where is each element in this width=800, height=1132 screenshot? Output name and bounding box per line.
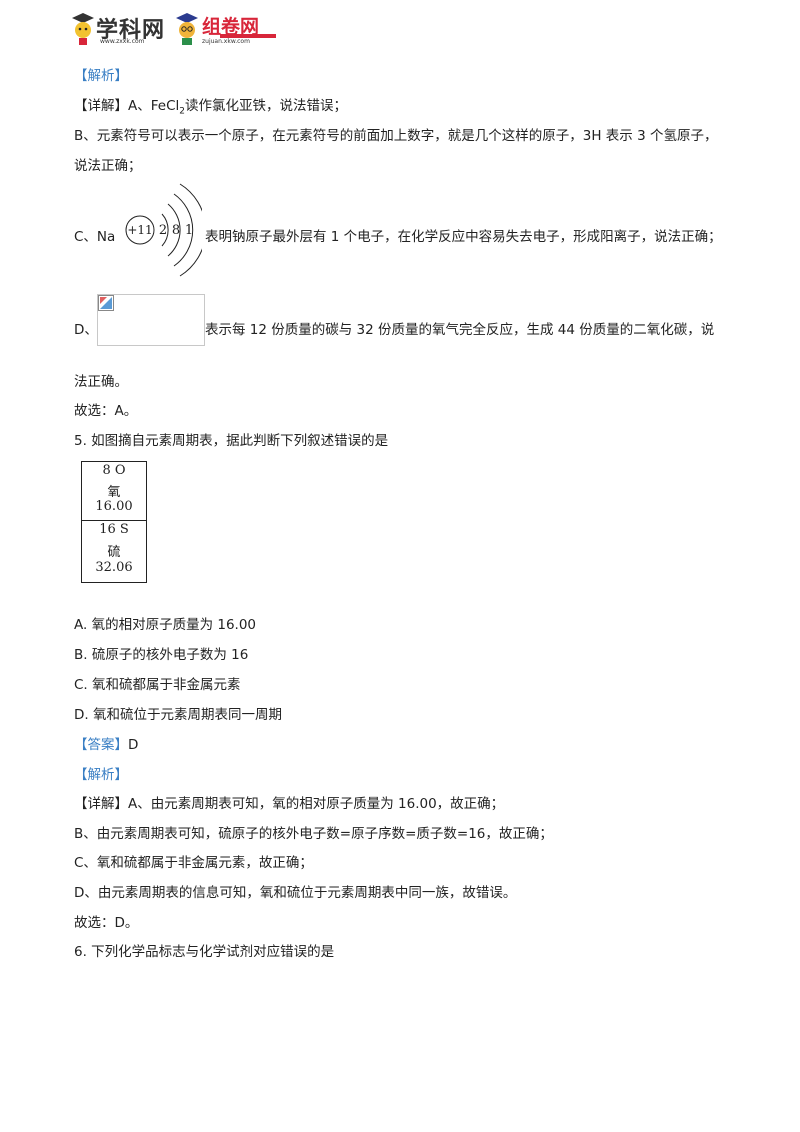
q4-detail-a: 【详解】A、FeCl2读作氯化亚铁，说法错误； <box>74 94 347 117</box>
broken-image-icon <box>98 295 114 311</box>
mascot-icon <box>72 13 94 45</box>
mascot2-icon <box>176 13 198 45</box>
q4-formula-sub: 2 <box>179 106 185 117</box>
q5-option-c: C. 氧和硫都属于非金属元素 <box>74 677 241 693</box>
q4-a-prefix: A、 <box>128 98 151 114</box>
q5-detail-d: D、由元素周期表的信息可知，氧和硫位于元素周期表中同一族，故错误。 <box>74 885 517 901</box>
q4-detail-b2: 说法正确； <box>74 158 142 174</box>
atom-shell-2: 8 <box>172 223 180 238</box>
sodium-atom-diagram: +11 2 8 1 <box>125 183 202 277</box>
header-logos: 学科网 www.zxxk.com 组卷网 zujuan.xkw.com <box>70 8 280 50</box>
sulfur-mass: 32.06 <box>95 560 133 575</box>
q4-d2: 法正确。 <box>74 374 128 390</box>
atom-shell-1: 2 <box>159 223 167 238</box>
atom-nucleus: +11 <box>127 223 152 237</box>
q5-option-b: B. 硫原子的核外电子数为 16 <box>74 647 249 663</box>
logo-zujuan-text: 组卷网 <box>202 16 260 38</box>
q5-analysis-tag: 【解析】 <box>74 767 128 783</box>
oxygen-number-symbol: 8 O <box>102 463 126 478</box>
logo-zujuan-url: zujuan.xkw.com <box>202 38 250 45</box>
logo-zxxk-url: www.zxxk.com <box>100 38 145 45</box>
q5-detail-tag: 【详解】 <box>74 796 128 812</box>
q5-option-d: D. 氧和硫位于元素周期表同一周期 <box>74 707 282 723</box>
periodic-table-excerpt: 8 O 氧 16.00 16 S 硫 32.06 <box>81 461 147 583</box>
q5-detail-a-text: A、由元素周期表可知，氧的相对原子质量为 16.00，故正确； <box>128 796 505 812</box>
q5-detail-c: C、氧和硫都属于非金属元素，故正确； <box>74 855 313 871</box>
q4-c-rest: 表明钠原子最外层有 1 个电子，在化学反应中容易失去电子，形成阳离子，说法正确； <box>205 229 722 245</box>
sulfur-number-symbol: 16 S <box>99 522 129 537</box>
q5-choice: 故选：D。 <box>74 915 139 931</box>
logo-zxxk-text: 学科网 <box>96 17 166 43</box>
q5-option-a: A. 氧的相对原子质量为 16.00 <box>74 617 257 633</box>
q4-choice: 故选：A。 <box>74 403 138 419</box>
oxygen-mass: 16.00 <box>95 499 133 514</box>
q4-detail-tag: 【详解】 <box>74 98 128 114</box>
atom-shell-3: 1 <box>185 223 193 238</box>
table-divider <box>82 520 146 521</box>
q4-d-prefix: D、 <box>74 322 98 338</box>
q4-a-rest: 读作氯化亚铁，说法错误； <box>185 98 347 114</box>
q6-question: 6. 下列化学品标志与化学试剂对应错误的是 <box>74 944 335 960</box>
q5-answer: 【答案】D <box>74 733 138 753</box>
q5-question: 5. 如图摘自元素周期表，据此判断下列叙述错误的是 <box>74 433 389 449</box>
q4-formula: FeCl <box>150 98 180 114</box>
q4-analysis-tag: 【解析】 <box>74 68 128 84</box>
sulfur-name: 硫 <box>107 545 121 560</box>
q4-d-rest: 表示每 12 份质量的碳与 32 份质量的氧气完全反应，生成 44 份质量的二氧… <box>205 322 715 338</box>
oxygen-name: 氧 <box>107 485 121 500</box>
q5-detail-b: B、由元素周期表可知，硫原子的核外电子数=原子序数=质子数=16，故正确； <box>74 826 553 842</box>
broken-image-placeholder <box>97 294 205 346</box>
logo-bar <box>220 34 276 38</box>
q5-answer-tag: 【答案】 <box>74 737 128 753</box>
q4-detail-b: B、元素符号可以表示一个原子，在元素符号的前面加上数字，就是几个这样的原子，3H… <box>74 128 718 144</box>
q4-c-prefix: C、Na <box>74 229 116 245</box>
q5-answer-value: D <box>128 737 139 753</box>
q5-detail-a: 【详解】A、由元素周期表可知，氧的相对原子质量为 16.00，故正确； <box>74 792 504 812</box>
